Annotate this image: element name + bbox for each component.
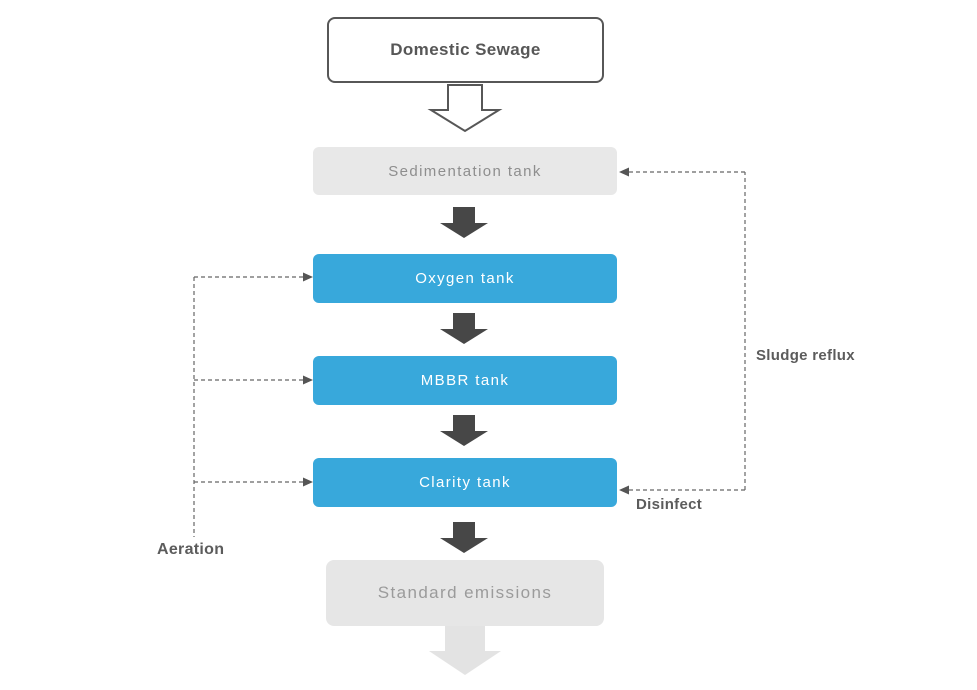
label-aeration: Aeration	[157, 541, 225, 558]
node-domestic-sewage-label: Domestic Sewage	[390, 40, 541, 59]
node-mbbr-tank: MBBR tank	[313, 356, 617, 405]
disinfect-arrowhead-clarity	[619, 485, 629, 495]
label-disinfect: Disinfect	[636, 496, 703, 513]
aeration-arrowhead-clarity	[303, 477, 313, 487]
down-arrow-sedimentation-oxygen	[440, 207, 488, 238]
aeration-arrowhead-mbbr	[303, 375, 313, 385]
label-sludge-reflux: Sludge reflux	[756, 347, 855, 364]
node-standard-emissions-label: Standard emissions	[377, 583, 553, 602]
node-domestic-sewage: Domestic Sewage	[327, 17, 604, 83]
node-sedimentation-tank-label: Sedimentation tank	[388, 162, 542, 180]
node-standard-emissions: Standard emissions	[326, 560, 604, 626]
exit-down-arrow	[429, 626, 501, 675]
down-arrow-oxygen-mbbr	[440, 313, 488, 344]
sludge-reflux-arrowhead-sedimentation	[619, 167, 629, 177]
node-mbbr-tank-label: MBBR tank	[420, 372, 510, 389]
hollow-down-arrow	[431, 85, 499, 131]
node-oxygen-tank: Oxygen tank	[313, 254, 617, 303]
hollow-down-arrow-outline	[427, 84, 503, 133]
node-oxygen-tank-label: Oxygen tank	[415, 270, 515, 287]
aeration-arrowhead-oxygen	[303, 272, 313, 282]
down-arrow-clarity-standard	[440, 522, 488, 553]
node-sedimentation-tank: Sedimentation tank	[313, 147, 617, 195]
down-arrow-mbbr-clarity	[440, 415, 488, 446]
node-clarity-tank-label: Clarity tank	[419, 474, 511, 491]
node-clarity-tank: Clarity tank	[313, 458, 617, 507]
